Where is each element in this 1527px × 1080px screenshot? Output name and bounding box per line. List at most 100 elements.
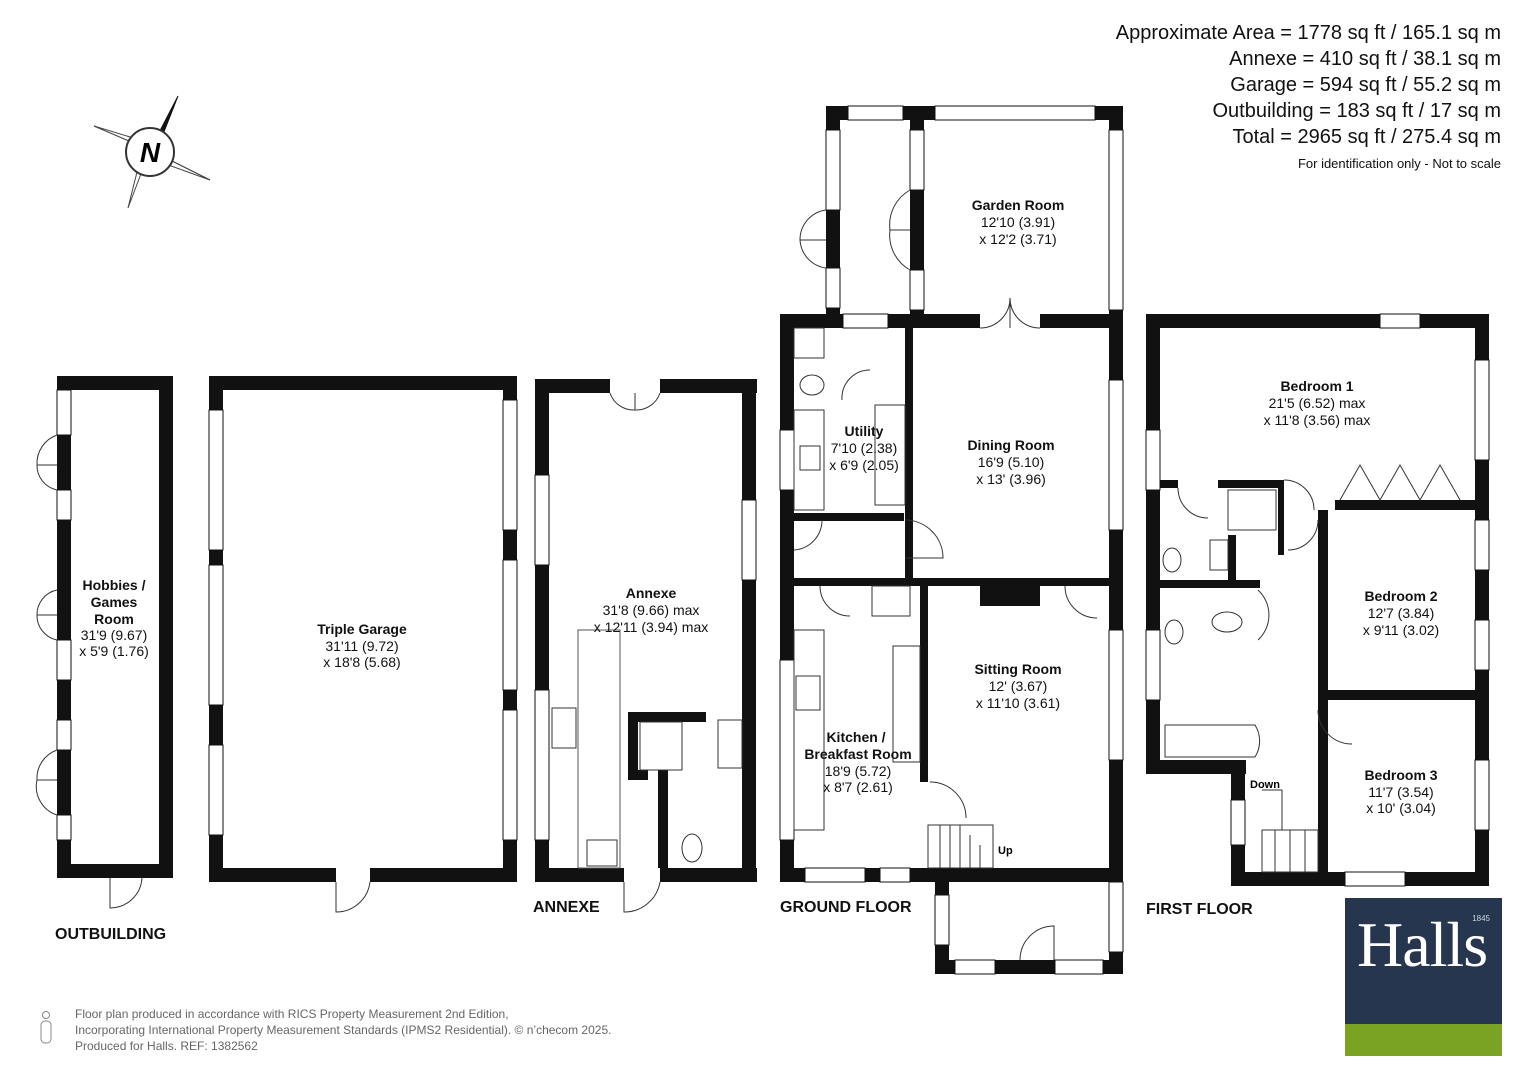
front-door-icon bbox=[1019, 925, 1055, 961]
halls-logo: Halls 1845 bbox=[1345, 898, 1502, 1056]
bathroom-fittings bbox=[1162, 489, 1277, 758]
logo-wordmark: Halls bbox=[1357, 909, 1488, 980]
hobbies-room-dim: 31'9 (9.67) bbox=[81, 627, 148, 643]
kitchen-room-name: Kitchen / bbox=[826, 729, 885, 745]
sitting-room-dim: 12' (3.67) bbox=[989, 678, 1048, 694]
section-label-first-floor: FIRST FLOOR bbox=[1146, 901, 1253, 918]
annexe-toilet-icon bbox=[681, 833, 703, 863]
bedroom2-dim: x 9'11 (3.02) bbox=[1363, 622, 1439, 638]
annexe-door-icon bbox=[623, 881, 661, 913]
annexe-worktop bbox=[577, 629, 621, 869]
stairs-up-icon bbox=[927, 824, 994, 869]
bedroom2-door-icon bbox=[1287, 519, 1319, 551]
outbuilding-door-icon bbox=[109, 877, 143, 909]
person-icon bbox=[40, 1011, 52, 1044]
area-annexe: Annexe = 410 sq ft / 38.1 sq m bbox=[1229, 48, 1501, 70]
area-approximate: Approximate Area = 1778 sq ft / 165.1 sq… bbox=[1115, 22, 1501, 44]
stairs-down-icon bbox=[1261, 789, 1319, 873]
hobbies-room-name: Games bbox=[91, 594, 138, 610]
garage-room-dim: 31'11 (9.72) bbox=[325, 638, 398, 654]
utility-fittings bbox=[793, 327, 906, 511]
annexe-walls bbox=[534, 379, 757, 882]
hobbies-room-dim: x 5'9 (1.76) bbox=[79, 643, 149, 659]
section-label-annexe: ANNEXE bbox=[533, 899, 600, 916]
annexe-shower-icon bbox=[639, 721, 683, 771]
first-floor-walls bbox=[1145, 313, 1490, 887]
utility-room-name: Utility bbox=[845, 423, 884, 439]
bedroom1-dim: 21'5 (6.52) max bbox=[1269, 395, 1366, 411]
annexe-basin-icon bbox=[717, 719, 743, 769]
hobbies-room-name: Room bbox=[94, 611, 134, 627]
bedroom3-door-icon bbox=[1317, 709, 1353, 745]
footer-line: Incorporating International Property Mea… bbox=[75, 1023, 612, 1037]
dining-door-icon bbox=[904, 519, 944, 559]
sitting-room-name: Sitting Room bbox=[974, 661, 1061, 677]
bathroom-door-icon bbox=[1257, 589, 1270, 641]
outbuilding-walls bbox=[56, 376, 173, 878]
outbuilding-door-icon bbox=[35, 749, 58, 816]
compass-icon bbox=[93, 95, 211, 209]
kitchen-door-icon bbox=[819, 585, 851, 617]
annexe-room-dim: 31'8 (9.66) max bbox=[603, 602, 700, 618]
kitchen-room-dim: 18'9 (5.72) bbox=[825, 763, 892, 779]
annexe-french-door-icon bbox=[609, 392, 661, 411]
kitchen-hall-door-icon bbox=[929, 781, 967, 819]
dining-room-dim: 16'9 (5.10) bbox=[978, 454, 1045, 470]
utility-room-dim: 7'10 (2.38) bbox=[831, 440, 898, 456]
kitchen-room-dim: x 8'7 (2.61) bbox=[823, 779, 893, 795]
stairs-up-label: Up bbox=[998, 845, 1013, 857]
area-total: Total = 2965 sq ft / 275.4 sq m bbox=[1232, 126, 1502, 148]
outbuilding-door-icon bbox=[36, 589, 58, 641]
garden-room-side-door-icon bbox=[799, 209, 827, 269]
scale-note: For identification only - Not to scale bbox=[1297, 156, 1501, 171]
area-summary: Approximate Area = 1778 sq ft / 165.1 sq… bbox=[1116, 20, 1501, 171]
logo-green-strip bbox=[1345, 1024, 1502, 1056]
wardrobe-icon bbox=[1339, 463, 1461, 502]
utility-room-dim: x 6'9 (2.05) bbox=[829, 457, 899, 473]
garage-door-icon bbox=[335, 881, 371, 913]
garden-room-dim: 12'10 (3.91) bbox=[981, 214, 1055, 230]
bedroom2-dim: 12'7 (3.84) bbox=[1368, 605, 1435, 621]
bedroom1-name: Bedroom 1 bbox=[1280, 378, 1353, 394]
garage-walls bbox=[208, 376, 518, 882]
dining-room-dim: x 13' (3.96) bbox=[976, 471, 1046, 487]
footer-line: Floor plan produced in accordance with R… bbox=[75, 1007, 509, 1021]
bedroom3-dim: 11'7 (3.54) bbox=[1368, 784, 1433, 800]
annexe-sink-icon bbox=[551, 707, 577, 749]
ensuite-door-icon bbox=[1177, 487, 1209, 519]
bedroom2-name: Bedroom 2 bbox=[1364, 588, 1437, 604]
garden-room-french-door-icon bbox=[979, 297, 1041, 329]
garden-room-inner-door-icon bbox=[889, 189, 911, 271]
garden-room-dim: x 12'2 (3.71) bbox=[979, 231, 1056, 247]
section-label-ground-floor: GROUND FLOOR bbox=[780, 899, 912, 916]
bedroom1-dim: x 11'8 (3.56) max bbox=[1264, 412, 1371, 428]
kitchen-room-name: Breakfast Room bbox=[804, 746, 911, 762]
sitting-door-icon bbox=[1064, 585, 1098, 619]
footer-credits: Floor plan produced in accordance with R… bbox=[75, 1006, 611, 1054]
dining-room-name: Dining Room bbox=[967, 437, 1054, 453]
garage-room-dim: x 18'8 (5.68) bbox=[323, 654, 400, 670]
footer-line: Produced for Halls. REF: 1382562 bbox=[75, 1039, 258, 1053]
area-outbuilding: Outbuilding = 183 sq ft / 17 sq m bbox=[1212, 100, 1501, 122]
annexe-room-name: Annexe bbox=[626, 585, 677, 601]
garage-room-name: Triple Garage bbox=[317, 621, 407, 637]
bedroom3-name: Bedroom 3 bbox=[1364, 767, 1437, 783]
annexe-hob-icon bbox=[586, 839, 618, 867]
utility-door-icon bbox=[841, 369, 871, 401]
hobbies-room-name: Hobbies / bbox=[82, 577, 145, 593]
logo-year: 1845 bbox=[1472, 914, 1490, 923]
garden-room-name: Garden Room bbox=[972, 197, 1065, 213]
bedroom1-door-icon bbox=[1283, 479, 1315, 511]
compass-letter: N bbox=[140, 137, 161, 168]
annexe-room-dim: x 12'11 (3.94) max bbox=[594, 619, 708, 635]
section-label-outbuilding: OUTBUILDING bbox=[55, 926, 166, 943]
area-garage: Garage = 594 sq ft / 55.2 sq m bbox=[1230, 74, 1501, 96]
bedroom3-dim: x 10' (3.04) bbox=[1366, 800, 1436, 816]
sitting-room-dim: x 11'10 (3.61) bbox=[976, 695, 1060, 711]
ground-floor-walls bbox=[779, 105, 1124, 975]
hall-door-icon bbox=[793, 519, 823, 551]
kitchen-fittings bbox=[793, 585, 921, 831]
outbuilding-door-icon bbox=[36, 434, 58, 491]
stairs-down-label: Down bbox=[1250, 779, 1280, 791]
